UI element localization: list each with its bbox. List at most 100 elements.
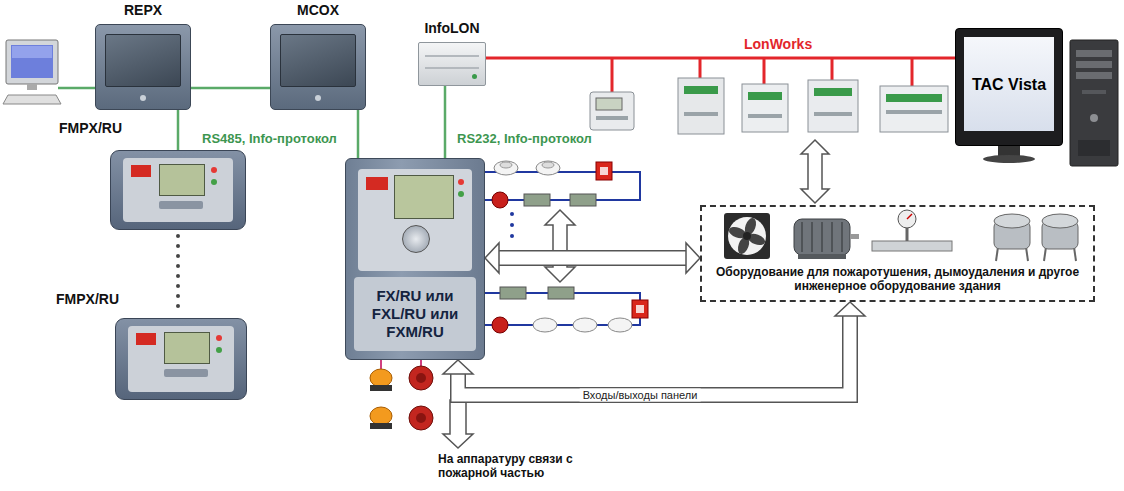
- computer-icon: [27, 84, 37, 90]
- text-holder: FMPX/RU: [59, 120, 122, 137]
- device-name: REPX: [84, 2, 202, 19]
- bus-label: LonWorks: [742, 36, 814, 53]
- arrow-head: [443, 360, 473, 374]
- lon-devices: [831, 58, 834, 80]
- alarm-devices: [370, 369, 392, 387]
- brand-logo: [366, 177, 388, 190]
- lon-devices: [808, 80, 858, 132]
- label-holder: На аппаратуру связи с пожарной частью: [438, 452, 574, 480]
- detector-loop: [570, 194, 596, 206]
- text-holder: TAC Vista: [965, 38, 1053, 130]
- lonworks-bus: [486, 57, 955, 60]
- housing-groove: [425, 67, 479, 69]
- computer-tower: [1076, 61, 1112, 68]
- lon-devices: [748, 92, 782, 100]
- mimic-panel: FMPX/RU: [115, 318, 247, 400]
- status-led: [140, 95, 146, 101]
- arrow-fill: [458, 316, 850, 395]
- display-screen: [280, 34, 356, 87]
- fan-icon: [724, 213, 770, 259]
- computer-tower: [1076, 72, 1112, 79]
- monitor-stand: [983, 146, 1035, 163]
- fan-icon: [728, 217, 766, 255]
- lcd-display: [164, 332, 210, 364]
- lon-devices: [748, 114, 782, 118]
- housing-groove: [425, 55, 479, 57]
- equipment-icons: [702, 207, 1093, 265]
- detector-loop: [492, 192, 508, 208]
- lon-devices: [684, 112, 718, 116]
- dotted-continuation: [178, 236, 179, 312]
- double-arrow: [545, 210, 575, 282]
- arrow-fill: [499, 252, 686, 265]
- motor-shaft: [850, 234, 859, 239]
- loop-dots: [510, 212, 514, 238]
- alarm-devices: [380, 360, 382, 369]
- lon-devices: [678, 78, 724, 134]
- computer-tower: [1090, 114, 1098, 122]
- bus-line: [58, 87, 95, 90]
- brand-logo: [131, 165, 151, 177]
- detector-loop: [596, 162, 612, 180]
- fire-control-panel: FX/RU или FXL/RU или FXM/RU: [345, 158, 485, 360]
- text-holder: REPX: [84, 2, 202, 19]
- lonworks-bus: [486, 58, 955, 59]
- power-led: [458, 191, 464, 197]
- protocol-label: RS485, Info-протокол: [200, 131, 339, 147]
- lon-devices: [814, 112, 852, 116]
- label-holder: RS485, Info-протокол: [200, 131, 339, 147]
- arrow-head: [835, 302, 865, 316]
- computer-tower: [1070, 40, 1118, 166]
- computer-tower: [1070, 40, 1118, 166]
- equipment-group: Оборудование для пожаротушения, дымоудал…: [700, 205, 1095, 302]
- detector-loop: [632, 300, 648, 318]
- lon-devices: [590, 58, 948, 134]
- detector-loop: [636, 305, 644, 313]
- lon-devices: [911, 58, 914, 86]
- lon-devices: [763, 58, 766, 84]
- detector-loop: [492, 317, 508, 333]
- alarm-devices: [416, 373, 426, 383]
- arrow-outline: [458, 316, 850, 395]
- loop-dots: [510, 234, 514, 238]
- arrow-label: Входы/выходы панели: [580, 389, 701, 402]
- text-holder: Оборудование для пожаротушения, дымоудал…: [708, 265, 1087, 293]
- arrow-head: [485, 243, 499, 273]
- motor-rib: [811, 222, 813, 252]
- status-led: [315, 95, 321, 101]
- control-panel: MCOX: [270, 24, 366, 110]
- monitor-stand: [983, 155, 1035, 163]
- double-arrow: [801, 140, 829, 203]
- label-holder: LonWorks: [742, 36, 814, 53]
- power-led: [211, 179, 217, 185]
- text-holder: FMPX/RU: [56, 291, 119, 308]
- alarm-devices: [416, 413, 426, 423]
- pressure-gauge: [898, 210, 916, 228]
- alarm-devices: [420, 360, 422, 366]
- lon-devices: [590, 92, 634, 130]
- label-holder: Входы/выходы панели: [580, 389, 701, 402]
- bus-line: [191, 87, 270, 90]
- loop-dots: [510, 212, 514, 216]
- device-name: FMPX/RU: [56, 291, 119, 308]
- detector-loop: [485, 287, 648, 333]
- down-arrow: [443, 400, 473, 448]
- alarm-led: [458, 179, 464, 185]
- computer-icon: [11, 45, 53, 78]
- motor-rib: [831, 222, 833, 252]
- alarm-devices: [370, 423, 392, 429]
- status-led: [472, 74, 477, 79]
- detector-loop: [494, 161, 518, 175]
- computer-icon: [12, 46, 52, 58]
- node-text: FX/RU или FXL/RU или FXM/RU: [366, 287, 464, 341]
- motor-base: [798, 254, 846, 259]
- motor-rib: [841, 222, 843, 252]
- computer-tower: [1076, 50, 1112, 57]
- computer-tower: [1078, 140, 1110, 156]
- computer-icon: [6, 40, 58, 84]
- protocol-label: RS232, Info-протокол: [455, 131, 594, 147]
- detector-loop: [600, 167, 608, 175]
- alarm-devices: [370, 385, 392, 391]
- computer-icon: [3, 40, 61, 104]
- display-screen: [105, 34, 181, 87]
